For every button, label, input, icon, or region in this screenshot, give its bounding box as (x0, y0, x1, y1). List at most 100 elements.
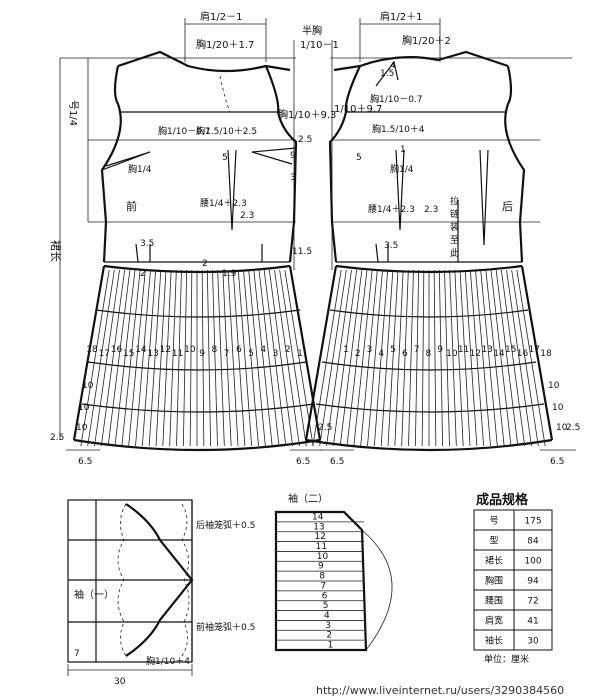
back-pleat-line (373, 269, 389, 447)
front-pleat-line (121, 269, 141, 447)
back-val-23: 2.3 (424, 205, 438, 215)
size-label: 号1/4 (67, 100, 79, 126)
front-pleat-line (162, 269, 172, 447)
back-pleat-number: 1 (343, 345, 349, 355)
front-pleat-number: 17 (99, 349, 110, 359)
sleeve2-number: 8 (319, 572, 325, 582)
front-neck-label: 胸1/20＋1.7 (196, 38, 254, 51)
sleeve2-number: 4 (324, 611, 330, 621)
back-pleat-line (319, 269, 347, 447)
val-5-right: 5 (356, 153, 362, 163)
back-tier-number: 10 (552, 403, 564, 413)
spec-row-name: 号 (489, 516, 498, 527)
front-pleat-number: 7 (224, 349, 230, 359)
half-chest-label: 半胸 (302, 24, 322, 37)
sleeve-one: 袖（一） 后袖笼弧＋0.5 前袖笼弧＋0.5 胸1/10＋4 30 7 (67, 499, 255, 687)
sleeve2-title: 袖（二） (288, 492, 328, 505)
front-pleat-line (128, 269, 146, 447)
back-pleat-number: 7 (414, 345, 420, 355)
front-pleat-line (176, 269, 182, 447)
back-pleat-number: 3 (367, 345, 373, 355)
back-pleat-line (312, 269, 342, 447)
back-pleat-number: 11 (458, 345, 469, 355)
back-pleat-line (360, 269, 378, 447)
back-pleat-line (459, 269, 471, 447)
spec-row-name: 肩宽 (485, 615, 503, 627)
sleeve1-val-7: 7 (74, 649, 80, 659)
back-pleat-line (454, 269, 464, 447)
back-val-4: 4 (390, 61, 396, 71)
front-pleat-line (222, 269, 232, 447)
back-pleat-line (401, 269, 409, 447)
back-title: 后 (502, 200, 513, 213)
front-pleat-number: 16 (111, 345, 123, 355)
front-pleat-line (268, 269, 294, 447)
front-pleat-line (243, 269, 259, 447)
spec-row-name: 裙长 (485, 555, 503, 567)
front-pleat-line (232, 269, 246, 447)
sleeve2-number: 10 (317, 552, 329, 562)
back-skirt (304, 264, 554, 452)
front-val-2a: 2 (140, 269, 146, 279)
sleeve2-number: 1 (328, 641, 334, 651)
back-pleat-number: 4 (378, 349, 384, 359)
front-chest-label: 胸1/10＋9.3 (278, 108, 336, 121)
spec-table-unit: 单位：厘米 (484, 653, 529, 665)
back-pleat-line (433, 269, 437, 447)
back-pleat-line (339, 269, 363, 447)
back-chest-15: 胸1.5/10＋4 (372, 123, 425, 135)
back-pleat-line (394, 269, 404, 447)
back-pleat-line (475, 269, 491, 447)
front-chest: 胸1/4 (128, 163, 152, 175)
front-chest-15: 胸1.5/10＋2.5 (196, 125, 257, 137)
zipper-char: 拉 (450, 195, 459, 207)
back-pleat-line (332, 269, 358, 447)
front-pleat-number: 6 (236, 345, 242, 355)
front-chest-07: 胸1/10－0.7 (158, 125, 211, 137)
back-pleat-line (485, 269, 505, 447)
front-waist: 腰1/4＋2.3 (200, 198, 247, 209)
sleeve2-number: 11 (316, 542, 327, 552)
front-pleat-line (279, 269, 307, 447)
back-pleat-line (449, 269, 457, 447)
front-pleat-number: 1 (297, 349, 303, 359)
back-pleat-number: 2 (355, 349, 361, 359)
front-pleat-line (284, 269, 314, 447)
front-pleat-line (182, 269, 188, 447)
front-hem-right: 2.5 (318, 423, 332, 433)
sleeve1-val-30: 30 (114, 677, 126, 687)
front-pleat-line (248, 269, 266, 447)
front-pleat-number: 5 (248, 349, 254, 359)
spec-row-name: 型 (489, 536, 498, 547)
back-pleat-number: 12 (470, 349, 481, 359)
spec-table-title: 成品规格 (476, 492, 529, 508)
sleeve2-number: 7 (320, 581, 326, 591)
front-pleat-line (155, 269, 167, 447)
back-hem-right: 2.5 (566, 423, 580, 433)
back-chest-07: 胸1/10－0.7 (370, 93, 423, 105)
front-pleat-number: 4 (260, 345, 266, 355)
val-3: 3 (290, 173, 296, 183)
back-val-35: 3.5 (384, 241, 398, 251)
front-val-35: 3.5 (140, 239, 154, 249)
val-1: 1 (400, 145, 406, 155)
front-tier-number: 10 (82, 381, 94, 391)
front-pleat-line (114, 269, 136, 447)
front-val-115: 11.5 (292, 247, 312, 257)
back-val-15: 1.5 (380, 69, 394, 79)
back-tier-number: 10 (556, 423, 568, 433)
skirt-length-label: 裙长 (49, 240, 62, 262)
back-pleat-number: 5 (390, 345, 396, 355)
back-pleat-line (326, 269, 352, 447)
val-5-left: 5 (222, 153, 228, 163)
val-25-mid: 2.5 (298, 135, 312, 145)
back-chest: 胸1/4 (390, 163, 414, 175)
back-pleat-number: 18 (540, 349, 552, 359)
back-pleat-line (506, 269, 532, 447)
front-pleat-number: 9 (199, 349, 205, 359)
sleeve2-number: 12 (314, 532, 325, 542)
front-pleat-number: 10 (184, 345, 196, 355)
